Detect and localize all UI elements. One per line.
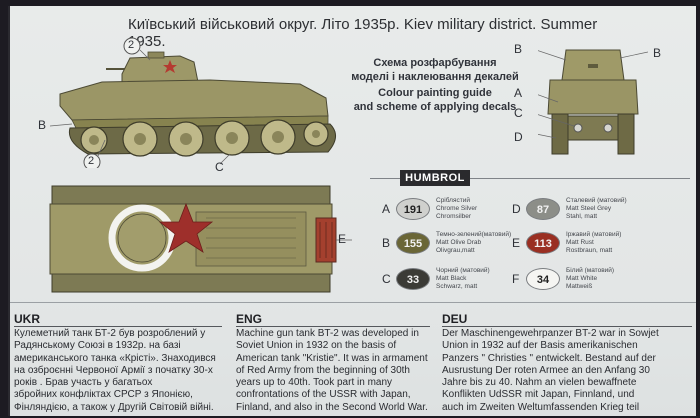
deu-line: Jahre bis zu 40. Nahm an vielen bewaffne… — [442, 377, 637, 389]
column-head-ukr: UKR — [14, 312, 40, 326]
paint-letter: C — [382, 272, 391, 286]
decal-number-2-top: 2 — [128, 39, 135, 51]
eng-line: years up to 40th. Took part in many — [236, 377, 393, 389]
page-title: Київський військовий округ. Літо 1935р. … — [128, 16, 598, 50]
paint-name-line: Rostbraun, matt — [566, 247, 613, 254]
paint-number-oval: 87 — [526, 198, 560, 220]
paint-name-line: Сріблястий — [436, 197, 470, 204]
callout-c-front: C — [514, 106, 523, 120]
callout-b-front-right: B — [653, 46, 662, 60]
paint-letter: F — [512, 272, 520, 286]
humbrol-rule-left — [370, 178, 400, 179]
paint-name-line: Білий (матовий) — [566, 267, 615, 274]
eng-line: of Red Army from the beginning of 30th — [236, 364, 410, 376]
deu-line: Panzers " Christies " entwickelt. Bestan… — [442, 352, 656, 364]
paint-name-line: Chrome Silver — [436, 205, 478, 212]
column-rule-deu — [442, 326, 692, 327]
column-text-eng: Machine gun tank BT-2 was developed in S… — [236, 328, 434, 414]
column-rule-ukr — [14, 326, 222, 327]
paint-name-line: Matt Black — [436, 275, 467, 282]
callout-c-side: C — [215, 160, 224, 174]
deu-line: Konflikten UdSSR mit Japan, Finnland, un… — [442, 389, 635, 401]
ukr-line: Радянському Союзі в 1932р. на базі — [14, 340, 181, 352]
deu-line: Union in 1932 auf der Basis amerikanisch… — [442, 340, 638, 352]
hull-side — [59, 79, 329, 121]
paint-name-line: Matt Olive Drab — [436, 239, 482, 246]
humbrol-badge: HUMBROL — [400, 170, 470, 186]
paint-letter: B — [382, 236, 391, 250]
paint-name-line: Темно-зелений(матовий) — [436, 231, 512, 238]
column-head-eng: ENG — [236, 312, 263, 326]
deu-line: auch im Zweiten Weltumfassenden Krieg te… — [442, 401, 640, 413]
guide-title-eng: Colour painting guide and scheme of appl… — [340, 86, 530, 114]
guide-eng-line-1: Colour painting guide — [378, 87, 492, 99]
callout-b-front-left: B — [514, 42, 523, 56]
ukr-line: збройних конфліктах СРСР з Японією, — [14, 389, 193, 401]
paint-letter: E — [512, 236, 521, 250]
eng-line: confrontations of the USSR with Japan, — [236, 389, 411, 401]
paint-letter: D — [512, 202, 521, 216]
guide-title-ukr: Схема розфарбування моделі і наклеювання… — [340, 56, 530, 84]
paint-name-line: Mattweiß — [566, 283, 593, 290]
column-head-deu: DEU — [442, 312, 468, 326]
column-rule-eng — [236, 326, 430, 327]
humbrol-rule-right — [470, 178, 690, 179]
paint-number-oval: 113 — [526, 232, 560, 254]
callout-e-top: E — [338, 232, 347, 246]
ukr-line: на озброєнні Червоної Армії з початку 30… — [14, 364, 213, 376]
paint-name-line: Matt Rust — [566, 239, 594, 246]
tank-top-view — [49, 185, 352, 293]
paint-name-line: Olivgrau,matt — [436, 247, 475, 254]
turret-side — [121, 55, 199, 85]
paint-name-line: Stahl, matt — [566, 213, 598, 220]
paint-number-oval: 191 — [396, 198, 430, 220]
eng-line: Machine gun tank BT-2 was developed in — [236, 328, 419, 339]
paint-number-oval: 34 — [526, 268, 560, 290]
paint-name-line: Schwarz, matt — [436, 283, 478, 290]
ukr-line: американського танка «Крісті». Знаходивс… — [14, 352, 216, 364]
tank-front-view — [538, 49, 648, 155]
decal-number-2-bottom: 2 — [88, 155, 95, 167]
guide-ukr-line-1: Схема розфарбування — [373, 57, 497, 69]
eng-line: Soviet Union in 1932 on the basis of — [236, 340, 397, 352]
eng-line: Finland, and also in the Second World Wa… — [236, 401, 428, 413]
ukr-line: Кулеметний танк БТ-2 був розроблений у — [14, 328, 206, 339]
white-turret-ring — [108, 204, 176, 272]
deu-line: Der Maschinengewehrpanzer BT-2 war in So… — [442, 328, 659, 339]
tank-side-view — [49, 37, 336, 168]
instruction-sheet: Київський військовий округ. Літо 1935р. … — [8, 6, 696, 416]
red-star-top — [158, 202, 214, 253]
ukr-line: Фінляндією, а також у Другій Світовій ві… — [14, 401, 214, 413]
paint-name-line: Сталевий (матовий) — [566, 197, 627, 204]
callout-a-front: A — [514, 86, 523, 100]
paint-name-line: Іржавий (матовий) — [566, 231, 622, 238]
paint-name-line: Matt Steel Grey — [566, 205, 612, 212]
ukr-line: років . Брав участь у багатьох — [14, 377, 153, 389]
deu-line: Ausrustung Der roten Armee an den Anfang… — [442, 364, 650, 376]
paint-number-oval: 33 — [396, 268, 430, 290]
callout-d-front: D — [514, 130, 523, 144]
eng-line: American tank "Kristie". It was in armam… — [236, 352, 428, 364]
red-star-marking — [163, 60, 177, 73]
paint-name-line: Matt White — [566, 275, 598, 282]
paint-name-line: Chromsilber — [436, 213, 472, 220]
paint-number-oval: 155 — [396, 232, 430, 254]
section-divider — [10, 302, 696, 303]
column-text-deu: Der Maschinengewehrpanzer BT-2 war in So… — [442, 328, 694, 414]
guide-eng-line-2: and scheme of applying decals — [353, 101, 517, 113]
column-text-ukr: Кулеметний танк БТ-2 був розроблений у Р… — [14, 328, 226, 414]
paint-letter: A — [382, 202, 391, 216]
guide-ukr-line-2: моделі і наклеювання декалей — [351, 71, 519, 83]
paint-name-line: Чорний (матовий) — [436, 267, 490, 274]
callout-b-side: B — [38, 118, 47, 132]
